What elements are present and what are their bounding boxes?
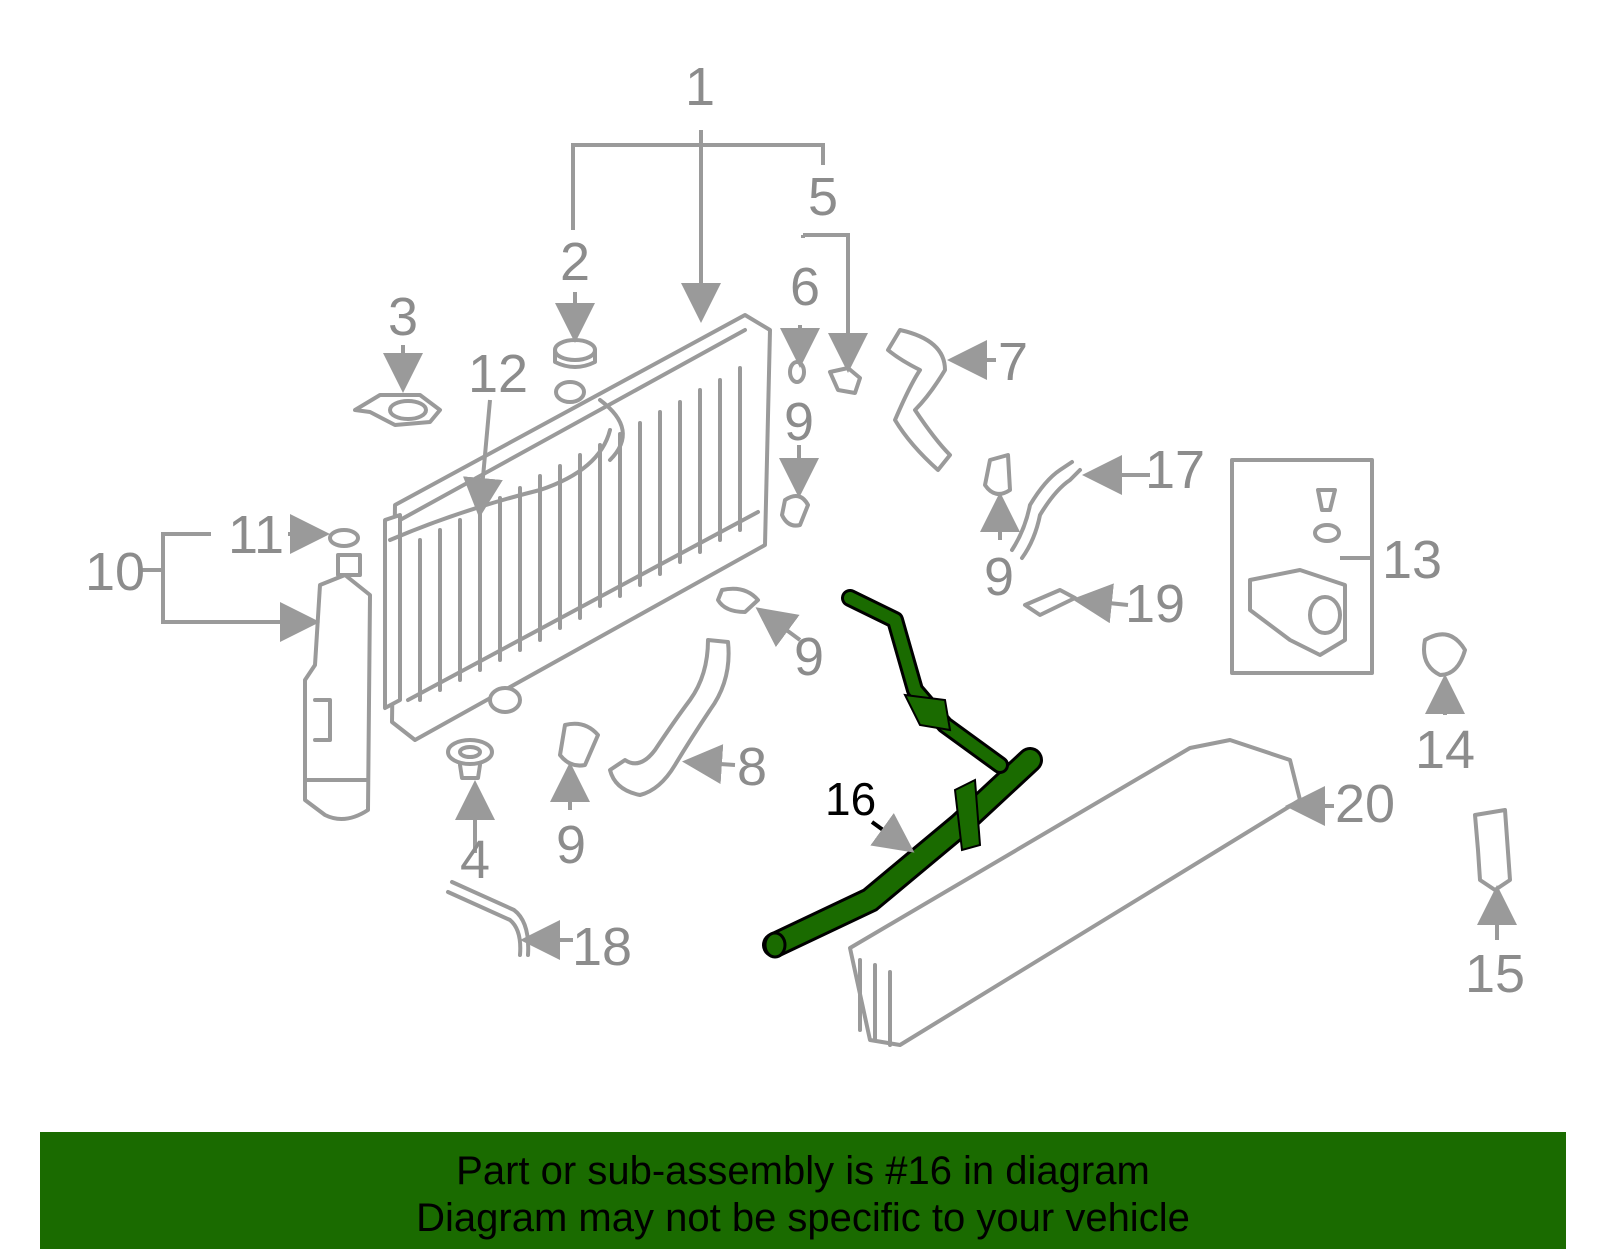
sensor-bracket-part: [1023, 588, 1077, 617]
callout-14: 14: [1415, 720, 1475, 780]
radiator-part: [383, 313, 772, 742]
callout-4: 4: [460, 830, 490, 890]
air-guide-part: [848, 738, 1302, 1047]
callout-16: 16: [825, 773, 876, 825]
callout-2: 2: [560, 232, 590, 292]
water-pipe-part-highlight: [762, 589, 1043, 959]
banner-line-2: Diagram may not be specific to your vehi…: [416, 1196, 1190, 1240]
radiator-cap-part: [553, 338, 597, 369]
callout-11: 11: [228, 505, 284, 565]
thermostat-housing-part: [1230, 458, 1374, 675]
o-ring-part: [788, 360, 806, 384]
info-banner: Part or sub-assembly is #16 in diagram D…: [40, 1132, 1566, 1249]
callout-6: 6: [790, 257, 820, 317]
drain-plug-part: [828, 366, 862, 395]
callout-20: 20: [1335, 774, 1395, 834]
callout-15: 15: [1465, 944, 1525, 1004]
callout-13: 13: [1382, 530, 1442, 590]
callout-18: 18: [572, 917, 632, 977]
reservoir-tank-part: [303, 553, 372, 821]
leader-lines: [140, 130, 1517, 960]
air-guide-ribs: [858, 958, 892, 1047]
callout-17: 17: [1145, 440, 1205, 500]
clamp-part-b: [983, 453, 1012, 496]
callout-12: 12: [468, 344, 528, 404]
callout-19: 19: [1125, 574, 1185, 634]
callout-5: 5: [808, 167, 838, 227]
banner-line-1: Part or sub-assembly is #16 in diagram: [456, 1149, 1150, 1193]
upper-hose-part: [886, 328, 952, 472]
callout-7: 7: [998, 332, 1028, 392]
reservoir-cap-part: [328, 528, 360, 548]
callout-9-c: 9: [794, 627, 824, 687]
small-hose-part: [446, 880, 531, 957]
callout-8: 8: [737, 737, 767, 797]
callout-1: 1: [685, 57, 715, 117]
thermostat-part: [1422, 632, 1467, 677]
callout-3: 3: [388, 287, 418, 347]
clamp-part-d: [558, 721, 600, 768]
water-outlet-part: [1473, 808, 1512, 892]
clamp-part-c: [716, 586, 760, 614]
lower-hose-part: [608, 638, 731, 797]
grommet-part: [446, 738, 494, 780]
mount-bracket-part: [353, 393, 442, 427]
clamp-part-a: [780, 494, 810, 528]
callout-9-d: 9: [556, 815, 586, 875]
callout-9-a: 9: [784, 392, 814, 452]
callout-9-b: 9: [984, 547, 1014, 607]
callout-10: 10: [85, 542, 145, 602]
bypass-hose-part: [1010, 460, 1082, 560]
